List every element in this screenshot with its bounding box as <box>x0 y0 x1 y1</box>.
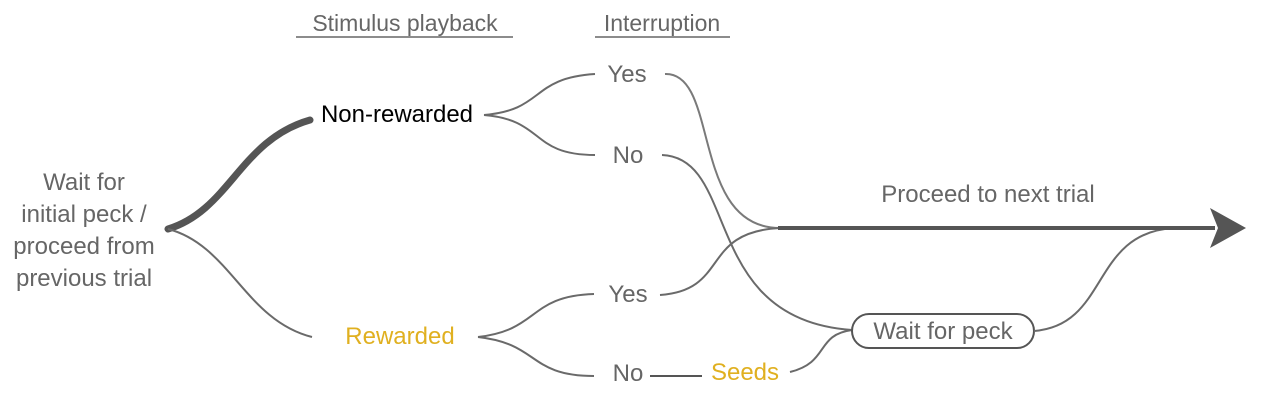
edge-r-yes-to-proceed <box>659 227 781 296</box>
edge-nonrewarded-to-yes <box>483 73 596 116</box>
start-line-2: initial peck / <box>21 201 147 228</box>
edge-start-to-rewarded <box>167 228 313 338</box>
edge-rewarded-to-no <box>477 336 595 377</box>
wait-for-peck-label: Wait for peck <box>873 318 1013 345</box>
header-stimulus-playback: Stimulus playback <box>312 10 498 36</box>
outcome-rewarded-yes: Yes <box>608 281 647 308</box>
outcome-nonrewarded-yes: Yes <box>607 61 646 88</box>
start-line-1: Wait for <box>43 169 125 196</box>
proceed-arrowhead <box>1210 208 1246 248</box>
edge-rewarded-to-yes <box>477 293 595 338</box>
edge-start-to-nonrewarded <box>164 116 314 233</box>
edge-wait-to-proceed <box>1033 227 1176 332</box>
edge-nr-yes-to-proceed <box>664 72 781 229</box>
proceed-label: Proceed to next trial <box>881 181 1094 208</box>
edge-seeds-to-wait <box>789 329 853 373</box>
seeds-label: Seeds <box>711 359 779 386</box>
branch-non-rewarded: Non-rewarded <box>321 101 473 128</box>
start-line-3: proceed from <box>13 233 154 260</box>
outcome-rewarded-no: No <box>613 360 644 387</box>
branch-rewarded: Rewarded <box>345 323 454 350</box>
edge-nr-no-to-wait <box>661 154 853 331</box>
header-interruption: Interruption <box>604 10 720 36</box>
outcome-nonrewarded-no: No <box>613 142 644 169</box>
edge-nonrewarded-to-no <box>483 114 596 156</box>
start-line-4: previous trial <box>16 265 152 292</box>
